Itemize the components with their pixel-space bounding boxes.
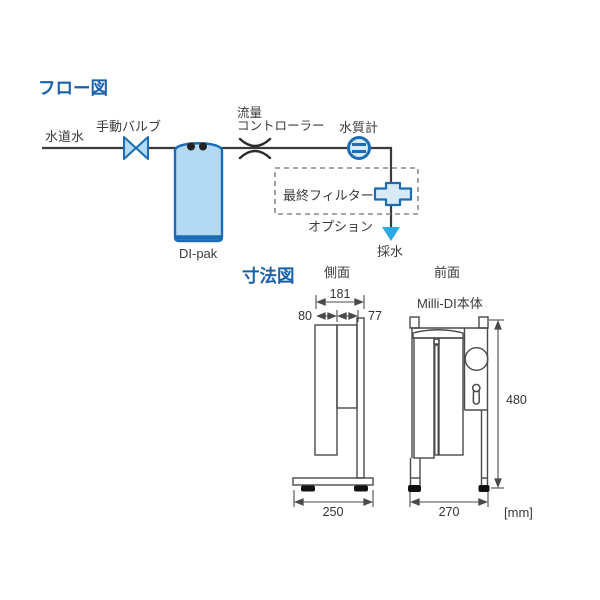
flow-controller-icon	[238, 137, 272, 160]
unit-label: [mm]	[504, 505, 533, 520]
di-pak-label: DI-pak	[179, 246, 218, 261]
side-post-outline	[356, 317, 365, 479]
front-view-label: 前面	[434, 265, 460, 280]
side-foot	[301, 485, 315, 492]
flow-controller-top-arc	[238, 137, 272, 148]
dim-77: 77	[368, 309, 382, 323]
dim-181: 181	[330, 287, 351, 301]
water-quality-meter-label: 水質計	[339, 120, 378, 135]
side-view-drawing	[292, 317, 374, 492]
flow-controller-label-1: 流量	[237, 106, 262, 120]
flow-controller-label-2: コントローラー	[237, 119, 325, 133]
dim-250: 250	[323, 505, 344, 519]
di-pak-vessel	[173, 142, 224, 243]
option-dashed-box	[274, 167, 419, 215]
dim-480: 480	[506, 393, 527, 407]
side-foot	[354, 485, 368, 492]
front-foot	[408, 485, 421, 492]
meter-circle	[347, 136, 371, 160]
front-keyhole-icon	[471, 383, 481, 405]
milli-di-body-label: Milli-DI本体	[417, 296, 483, 311]
side-base-plate	[292, 477, 374, 486]
di-pak-port-icon	[187, 142, 195, 151]
di-pak-body	[173, 142, 224, 243]
sampling-arrow-icon	[382, 227, 400, 241]
front-pak-right	[438, 337, 464, 456]
side-view-dimensions: 181 80 77 250	[293, 287, 382, 519]
side-view-label: 側面	[324, 265, 350, 280]
front-tab	[478, 316, 489, 329]
front-pak-left	[413, 337, 435, 459]
final-filter-label: 最終フィルター	[283, 188, 374, 203]
manual-valve-icon	[123, 136, 149, 160]
side-pak-outline	[314, 324, 338, 456]
keyhole-stem	[472, 388, 481, 405]
side-bracket-outline	[336, 324, 358, 409]
dimension-diagram: 寸法図 側面 前面 Milli-DI本体 181 80 77	[242, 265, 533, 520]
front-foot	[478, 485, 490, 492]
flow-title: フロー図	[38, 78, 108, 98]
keyhole-circle	[471, 383, 481, 393]
front-lid-arc	[412, 329, 464, 339]
front-view-drawing	[408, 316, 490, 492]
water-quality-meter-icon	[347, 136, 371, 160]
option-label: オプション	[308, 219, 373, 234]
front-center-tube	[434, 343, 439, 456]
di-pak-port-icon	[199, 142, 207, 151]
dim-80: 80	[298, 309, 312, 323]
tap-water-label: 水道水	[45, 129, 84, 144]
front-view-dimensions: 480 270 [mm]	[409, 319, 533, 520]
dim-270: 270	[439, 505, 460, 519]
dimension-title: 寸法図	[242, 266, 295, 286]
front-tab	[409, 316, 420, 329]
flow-diagram: フロー図 水道水 手動バルブ DI-pak 流量 コントローラー 水質計	[38, 78, 419, 261]
front-tube-knob	[433, 338, 440, 346]
front-gauge-circle	[464, 347, 489, 372]
manual-valve-label: 手動バルブ	[96, 119, 161, 134]
sampling-label: 採水	[377, 244, 403, 259]
flow-controller-bottom-arc	[238, 149, 272, 160]
final-filter-icon	[373, 181, 413, 207]
